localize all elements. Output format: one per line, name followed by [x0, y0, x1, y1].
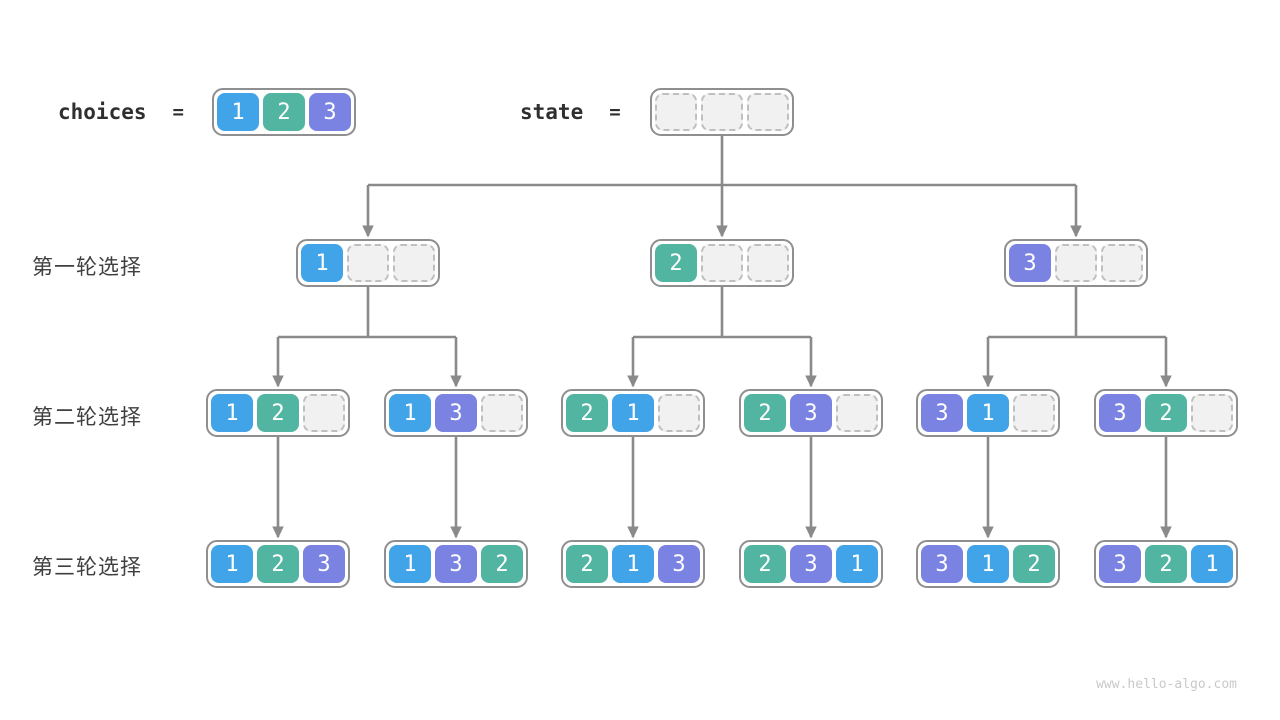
state-array: [650, 88, 794, 136]
cell-1: 1: [612, 545, 654, 583]
choices-label: choices: [58, 100, 147, 124]
cell-3: 3: [435, 394, 477, 432]
cell-3: 3: [921, 545, 963, 583]
row-label-round-3: 第三轮选择: [32, 555, 142, 579]
empty-cell: [303, 394, 345, 432]
empty-cell: [655, 93, 697, 131]
cell-2: 2: [744, 545, 786, 583]
cell-2: 2: [257, 394, 299, 432]
state-legend: state =: [520, 88, 621, 136]
cell-2: 2: [1145, 394, 1187, 432]
empty-cell: [481, 394, 523, 432]
equals-sign: =: [172, 101, 184, 123]
cell-2: 2: [263, 93, 305, 131]
state-node-1: 1: [296, 239, 440, 287]
empty-cell: [1191, 394, 1233, 432]
cell-1: 1: [211, 394, 253, 432]
state-node-3: 3: [1004, 239, 1148, 287]
cell-1: 1: [217, 93, 259, 131]
cell-2: 2: [566, 394, 608, 432]
cell-3: 3: [1099, 545, 1141, 583]
state-label: state: [520, 100, 584, 124]
cell-3: 3: [309, 93, 351, 131]
cell-1: 1: [389, 394, 431, 432]
choices-legend: choices =: [58, 88, 184, 136]
watermark: www.hello-algo.com: [1096, 677, 1237, 692]
cell-3: 3: [921, 394, 963, 432]
empty-cell: [701, 93, 743, 131]
empty-cell: [347, 244, 389, 282]
cell-3: 3: [790, 545, 832, 583]
cell-2: 2: [1013, 545, 1055, 583]
empty-cell: [1013, 394, 1055, 432]
cell-2: 2: [655, 244, 697, 282]
cell-1: 1: [389, 545, 431, 583]
cell-1: 1: [967, 545, 1009, 583]
empty-cell: [393, 244, 435, 282]
cell-3: 3: [1009, 244, 1051, 282]
row-label-round-2: 第二轮选择: [32, 405, 142, 429]
empty-cell: [747, 93, 789, 131]
empty-cell: [1101, 244, 1143, 282]
cell-2: 2: [481, 545, 523, 583]
cell-3: 3: [435, 545, 477, 583]
cell-2: 2: [1145, 545, 1187, 583]
empty-cell: [836, 394, 878, 432]
empty-cell: [701, 244, 743, 282]
cell-1: 1: [301, 244, 343, 282]
empty-cell: [658, 394, 700, 432]
cell-1: 1: [967, 394, 1009, 432]
cell-2: 2: [257, 545, 299, 583]
row-label-round-1: 第一轮选择: [32, 255, 142, 279]
cell-3: 3: [1099, 394, 1141, 432]
empty-cell: [747, 244, 789, 282]
equals-sign: =: [609, 101, 621, 123]
cell-1: 1: [612, 394, 654, 432]
cell-3: 3: [790, 394, 832, 432]
cell-3: 3: [658, 545, 700, 583]
cell-2: 2: [744, 394, 786, 432]
cell-2: 2: [566, 545, 608, 583]
cell-1: 1: [1191, 545, 1233, 583]
cell-1: 1: [836, 545, 878, 583]
cell-3: 3: [303, 545, 345, 583]
state-node-2: 2: [650, 239, 794, 287]
empty-cell: [1055, 244, 1097, 282]
cell-1: 1: [211, 545, 253, 583]
